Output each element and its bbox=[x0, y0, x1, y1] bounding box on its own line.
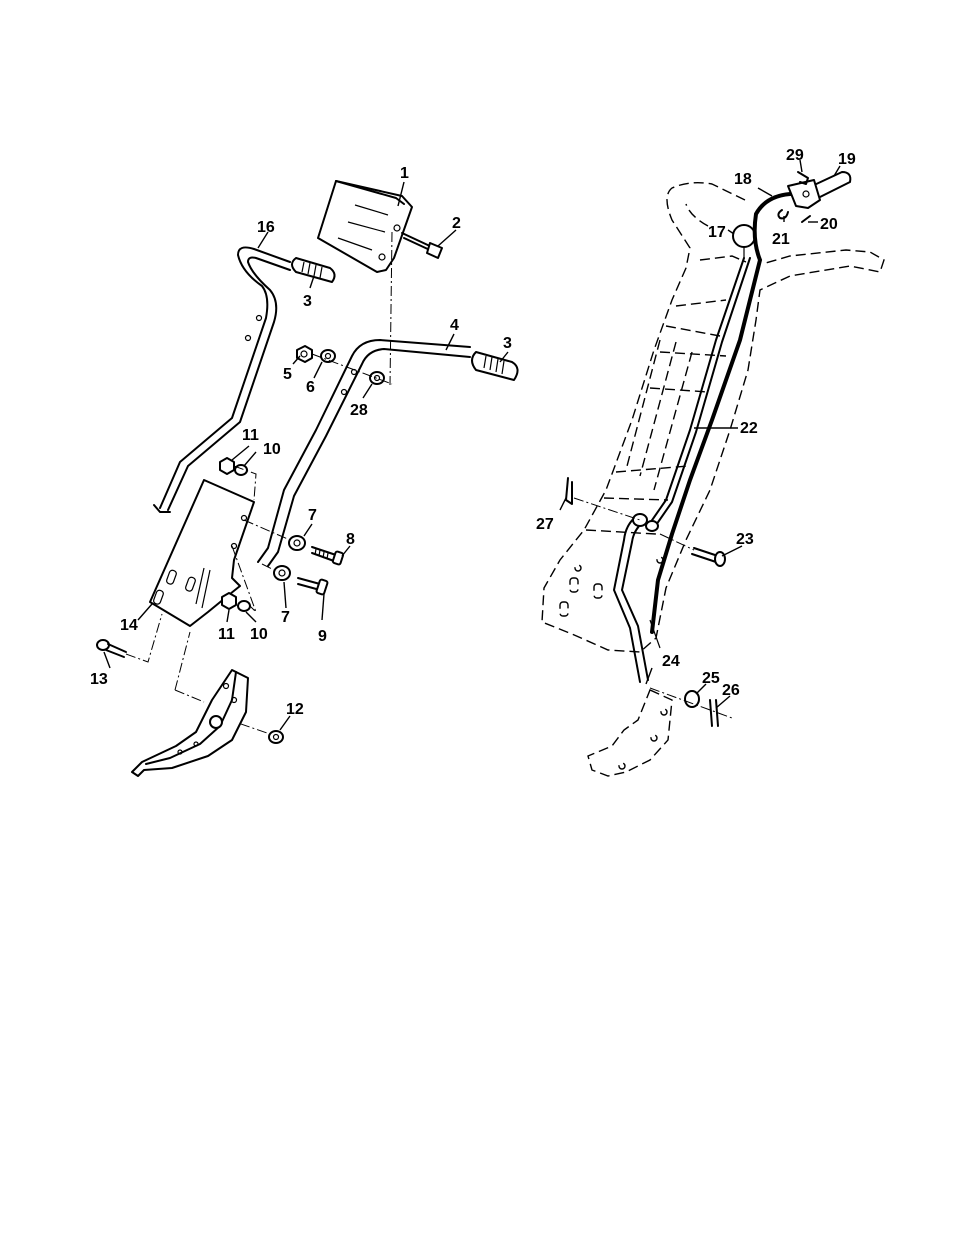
callout-27: 27 bbox=[536, 516, 554, 533]
callout-7-lower: 7 bbox=[281, 609, 290, 626]
part-12-nut bbox=[269, 731, 283, 743]
callout-5: 5 bbox=[283, 366, 292, 383]
left-handle-assembly bbox=[97, 181, 518, 776]
part-29-screw bbox=[798, 172, 808, 184]
callout-17: 17 bbox=[708, 224, 726, 241]
part-6-washer bbox=[321, 350, 335, 362]
part-17-knob bbox=[733, 225, 755, 258]
part-11-nut-lower bbox=[222, 593, 236, 609]
part-8-bolt bbox=[312, 547, 344, 565]
callout-22: 22 bbox=[740, 420, 758, 437]
callout-1: 1 bbox=[400, 165, 409, 182]
callout-13: 13 bbox=[90, 671, 108, 688]
part-10-washer-lower bbox=[238, 601, 250, 611]
callout-29: 29 bbox=[786, 147, 804, 164]
part-9-bolt bbox=[298, 578, 328, 595]
part-1-console-panel bbox=[318, 181, 412, 272]
callout-24: 24 bbox=[662, 653, 680, 670]
callout-10-lower: 10 bbox=[250, 626, 268, 643]
part-24-lower-rod bbox=[614, 514, 648, 682]
callout-14: 14 bbox=[120, 617, 138, 634]
part-21-clip bbox=[778, 210, 788, 218]
callout-16: 16 bbox=[257, 219, 275, 236]
callout-19: 19 bbox=[838, 151, 856, 168]
part-19-control-lever bbox=[788, 172, 850, 208]
part-13-carriage-bolt bbox=[97, 640, 126, 657]
callout-3-right: 3 bbox=[503, 335, 512, 352]
callout-2: 2 bbox=[452, 215, 461, 232]
callout-7-upper: 7 bbox=[308, 507, 317, 524]
callout-21: 21 bbox=[772, 231, 790, 248]
callout-18: 18 bbox=[734, 171, 752, 188]
callout-6: 6 bbox=[306, 379, 315, 396]
part-22-control-rod bbox=[648, 258, 750, 528]
part-7-washer-lower bbox=[274, 566, 290, 580]
part-20-pin bbox=[802, 216, 810, 222]
callout-20: 20 bbox=[820, 216, 838, 233]
callout-3-upper: 3 bbox=[303, 293, 312, 310]
part-11-nut-upper bbox=[220, 458, 234, 474]
callout-9: 9 bbox=[318, 628, 327, 645]
callout-28: 28 bbox=[350, 402, 368, 419]
part-28-washer bbox=[370, 372, 384, 384]
callout-8: 8 bbox=[346, 531, 355, 548]
callout-11-lower: 11 bbox=[218, 626, 235, 643]
callout-11-upper: 11 bbox=[242, 427, 259, 444]
part-7-washer-upper bbox=[289, 536, 305, 550]
part-5-nut bbox=[297, 346, 312, 362]
part-23-clevis-pin bbox=[692, 548, 725, 566]
callout-12: 12 bbox=[286, 701, 304, 718]
callout-leaders bbox=[104, 160, 840, 730]
lower-frame-bracket bbox=[132, 670, 248, 776]
part-27-hairpin-clip bbox=[566, 478, 572, 504]
callout-26: 26 bbox=[722, 682, 740, 699]
callout-25: 25 bbox=[702, 670, 720, 687]
part-16-left-handlebar bbox=[154, 247, 290, 512]
callout-23: 23 bbox=[736, 531, 754, 548]
part-2-bolt bbox=[402, 233, 442, 258]
part-3-grip-right bbox=[472, 352, 518, 380]
part-26-cotter-pin bbox=[710, 700, 718, 726]
phantom-lower-bracket bbox=[588, 690, 672, 776]
callout-10-upper: 10 bbox=[263, 441, 281, 458]
callout-4: 4 bbox=[450, 317, 459, 334]
